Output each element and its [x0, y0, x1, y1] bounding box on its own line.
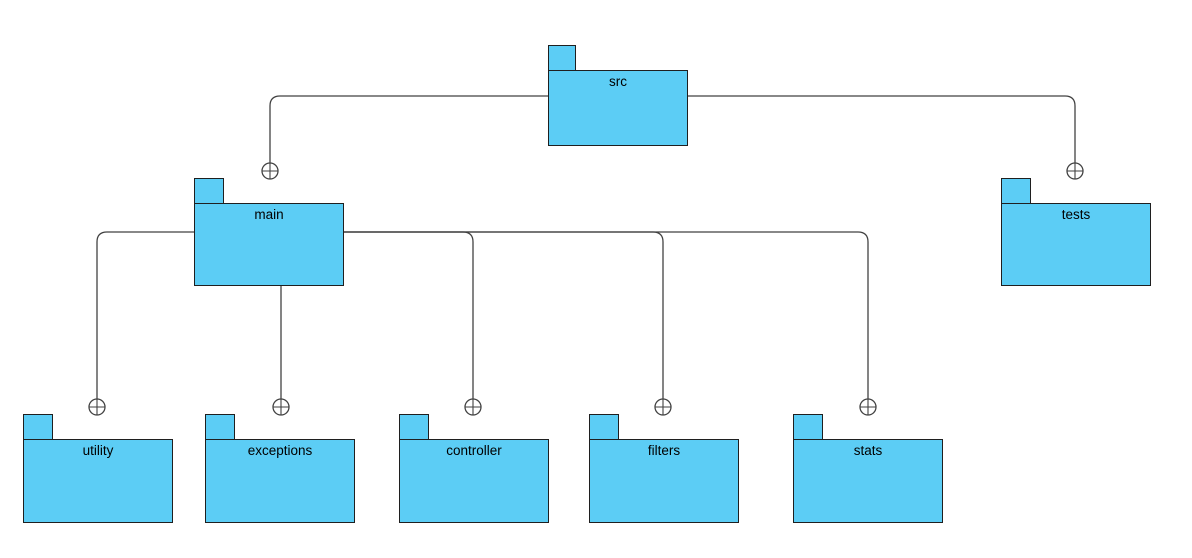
package-body: filters: [589, 439, 739, 523]
package-label: src: [609, 74, 627, 89]
package-tests[interactable]: tests: [1001, 178, 1151, 286]
edge-main-controller[interactable]: [344, 231, 482, 416]
package-tab: [548, 45, 576, 71]
package-tab: [194, 178, 224, 204]
package-body: main: [194, 203, 344, 286]
package-tab: [793, 414, 823, 440]
package-stats[interactable]: stats: [793, 414, 943, 523]
package-src[interactable]: src: [548, 45, 688, 146]
containment-icon: [88, 398, 106, 416]
containment-icon: [272, 398, 290, 416]
package-body: controller: [399, 439, 549, 523]
package-utility[interactable]: utility: [23, 414, 173, 523]
package-tab: [399, 414, 429, 440]
edge-main-filters[interactable]: [344, 231, 672, 416]
package-label: utility: [82, 443, 114, 458]
package-label: main: [254, 207, 284, 222]
edge-main-utility[interactable]: [88, 231, 194, 416]
package-tab: [1001, 178, 1031, 204]
package-body: stats: [793, 439, 943, 523]
package-body: tests: [1001, 203, 1151, 286]
containment-icon: [261, 162, 279, 180]
package-label: controller: [446, 443, 502, 458]
package-tab: [589, 414, 619, 440]
edge-src-tests[interactable]: [688, 95, 1084, 180]
edge-main-stats[interactable]: [344, 231, 877, 416]
package-label: exceptions: [247, 443, 313, 458]
containment-icon: [859, 398, 877, 416]
edge-main-exceptions[interactable]: [272, 286, 290, 416]
edge-src-main[interactable]: [261, 95, 548, 180]
package-body: src: [548, 70, 688, 146]
package-label: tests: [1061, 207, 1091, 222]
package-tab: [23, 414, 53, 440]
package-tab: [205, 414, 235, 440]
package-exceptions[interactable]: exceptions: [205, 414, 355, 523]
package-body: utility: [23, 439, 173, 523]
containment-icon: [1066, 162, 1084, 180]
package-label: stats: [853, 443, 883, 458]
package-label: filters: [647, 443, 681, 458]
containment-icon: [654, 398, 672, 416]
package-body: exceptions: [205, 439, 355, 523]
containment-icon: [464, 398, 482, 416]
package-main[interactable]: main: [194, 178, 344, 286]
package-filters[interactable]: filters: [589, 414, 739, 523]
package-controller[interactable]: controller: [399, 414, 549, 523]
